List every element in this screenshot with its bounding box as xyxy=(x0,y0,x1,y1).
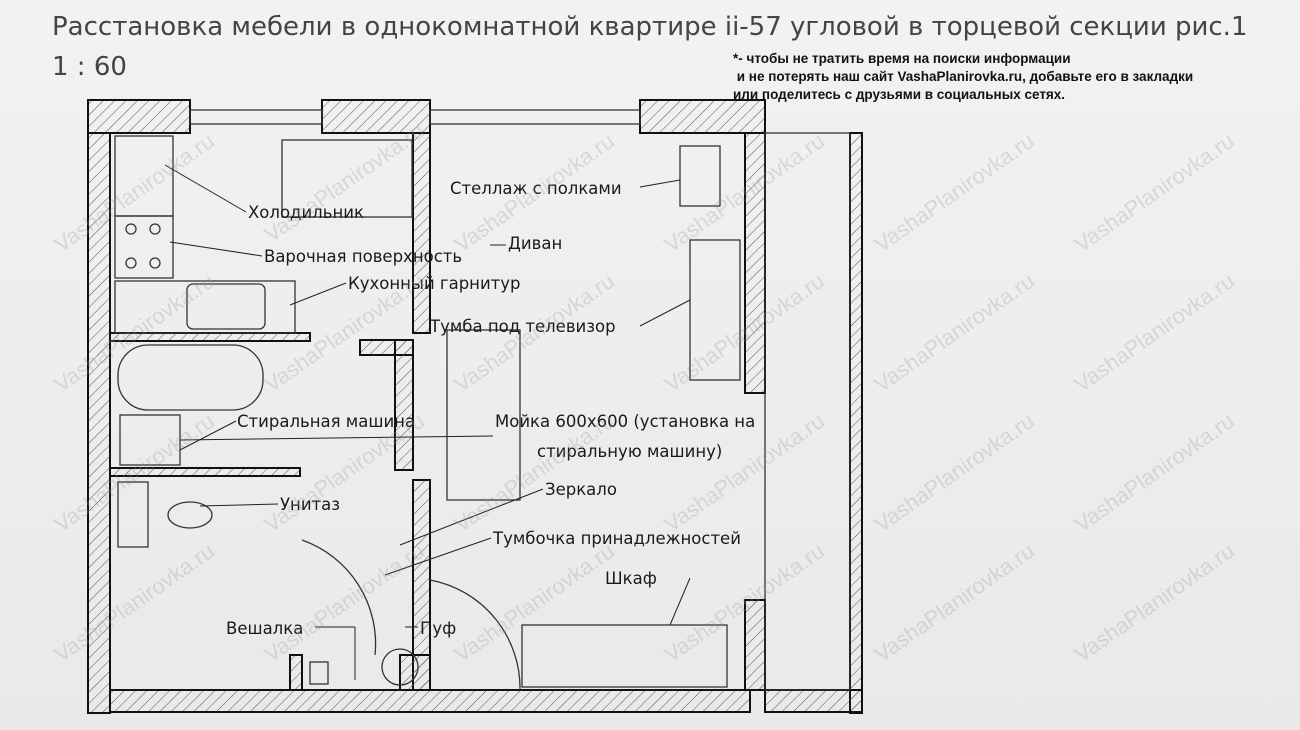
label-wardrobe: Шкаф xyxy=(605,569,657,588)
toilet-tank xyxy=(117,481,149,548)
scale-label: 1 : 60 xyxy=(52,52,127,82)
pouf xyxy=(381,648,419,686)
label-mirror: Зеркало xyxy=(545,480,617,499)
label-fridge: Холодильник xyxy=(248,203,364,222)
label-kitchen-set: Кухонный гарнитур xyxy=(348,274,521,293)
shelving xyxy=(679,145,721,207)
label-hanger: Вешалка xyxy=(226,619,304,638)
tv-stand xyxy=(689,239,741,381)
furniture xyxy=(114,109,851,691)
label-sink-1: Мойка 600х600 (установка на xyxy=(495,412,756,431)
fridge xyxy=(114,135,174,217)
kitchen-set xyxy=(114,280,296,334)
label-sofa: Диван xyxy=(508,234,563,253)
hob xyxy=(114,215,174,279)
label-pouf: Пуф xyxy=(420,619,457,638)
label-hob: Варочная поверхность xyxy=(264,247,463,266)
bookmark-note: *- чтобы не тратить время на поиски инфо… xyxy=(733,51,1194,102)
washing-machine xyxy=(119,414,181,466)
label-tv-stand: Тумба под телевизор xyxy=(430,317,616,336)
walls xyxy=(87,99,863,714)
label-toilet: Унитаз xyxy=(280,495,341,514)
label-shelving: Стеллаж с полками xyxy=(450,179,622,198)
label-washing-machine: Стиральная машина xyxy=(237,412,416,431)
label-cabinet: Тумбочка принадлежностей xyxy=(493,529,741,548)
bathtub xyxy=(117,344,264,411)
wardrobe xyxy=(521,624,728,688)
leader-lines xyxy=(164,164,691,680)
sofa xyxy=(446,329,521,501)
page-title: Расстановка мебели в однокомнатной кварт… xyxy=(52,12,1248,42)
table xyxy=(281,139,413,218)
label-sink-2: стиральную машину) xyxy=(537,442,723,461)
